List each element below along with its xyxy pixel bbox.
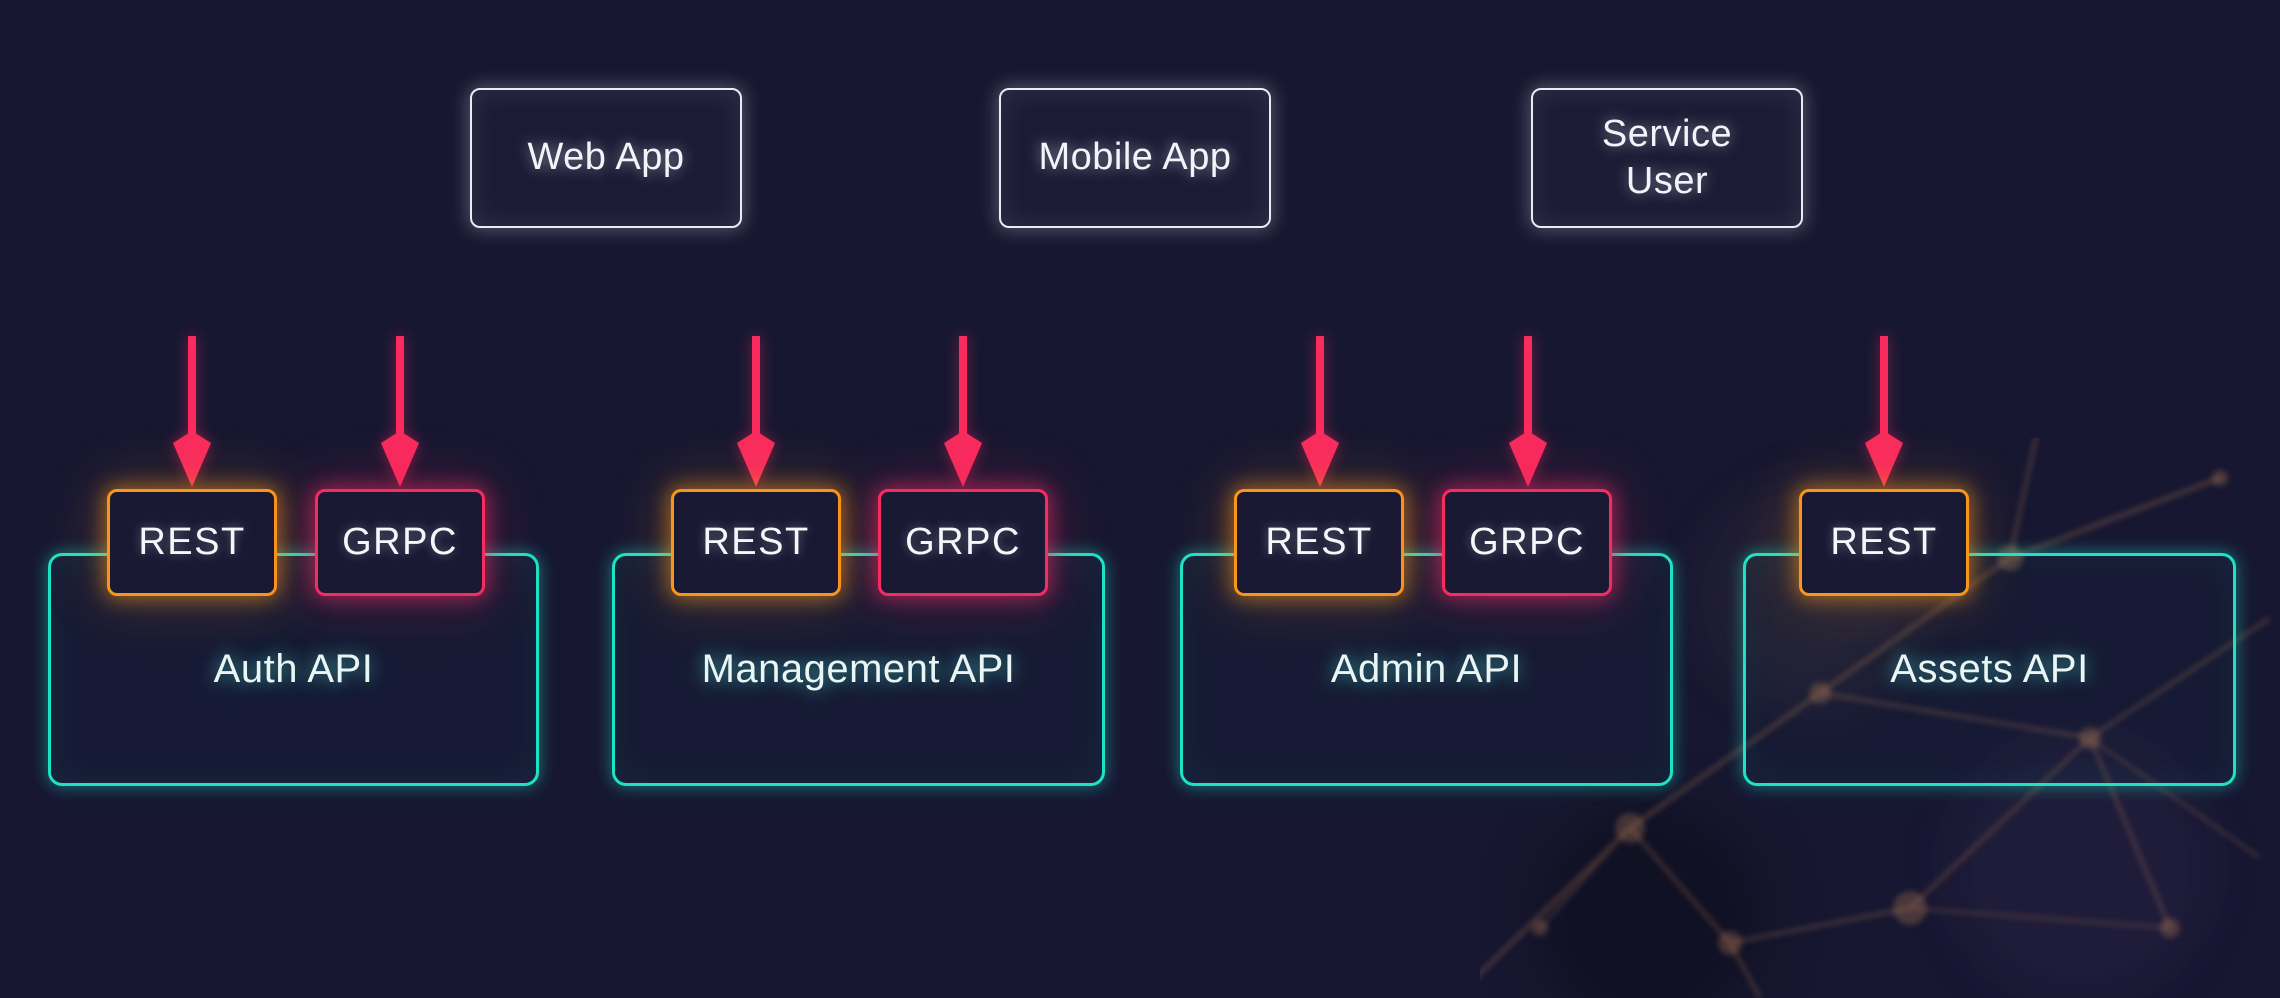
protocol-label: REST [702, 521, 810, 563]
protocol-chip-rest: REST [1799, 489, 1969, 596]
protocol-label: REST [1830, 521, 1938, 563]
protocol-label: GRPC [342, 521, 458, 563]
service-title: Assets API [1890, 647, 2089, 691]
client-label: Service User [1601, 112, 1733, 203]
service-title: Management API [701, 647, 1016, 691]
protocol-label: GRPC [1469, 521, 1585, 563]
down-arrow-icon [381, 336, 419, 487]
protocol-label: GRPC [905, 521, 1021, 563]
protocol-chip-rest: REST [1234, 489, 1404, 596]
service-box-auth-api: Auth API [48, 553, 539, 786]
down-arrow-icon [944, 336, 982, 487]
down-arrow-icon [1301, 336, 1339, 487]
client-label: Mobile App [1038, 136, 1232, 179]
protocol-chip-grpc: GRPC [315, 489, 485, 596]
protocol-label: REST [138, 521, 246, 563]
service-title: Admin API [1330, 647, 1523, 691]
down-arrow-icon [1865, 336, 1903, 487]
protocol-label: REST [1265, 521, 1373, 563]
protocol-chip-rest: REST [671, 489, 841, 596]
client-box-web-app: Web App [470, 88, 742, 228]
protocol-chip-grpc: GRPC [878, 489, 1048, 596]
service-box-management-api: Management API [612, 553, 1105, 786]
client-label: Web App [527, 136, 685, 179]
down-arrow-icon [173, 336, 211, 487]
protocol-chip-rest: REST [107, 489, 277, 596]
service-title: Auth API [213, 647, 374, 691]
client-box-service-user: Service User [1531, 88, 1803, 228]
client-box-mobile-app: Mobile App [999, 88, 1271, 228]
down-arrow-icon [737, 336, 775, 487]
down-arrow-icon [1509, 336, 1547, 487]
protocol-chip-grpc: GRPC [1442, 489, 1612, 596]
